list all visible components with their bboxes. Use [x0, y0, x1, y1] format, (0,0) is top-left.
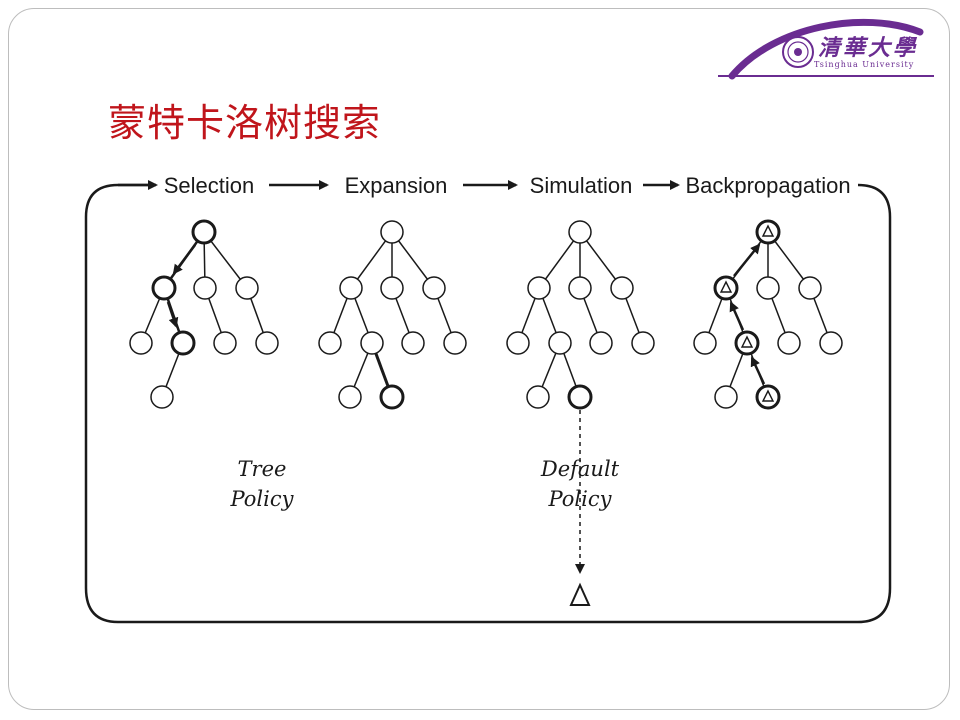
- expanded-node: [379, 384, 405, 410]
- backprop-arrow-3: [733, 243, 761, 277]
- stage-label-selection: Selection: [164, 173, 255, 198]
- stage-label-backpropagation: Backpropagation: [685, 173, 850, 198]
- default-policy-label-line1: Default: [540, 457, 620, 481]
- logo-name-cn: 清華大學: [818, 35, 919, 61]
- tree-expansion: [318, 220, 467, 410]
- selection-arrow-2: [166, 301, 179, 328]
- backprop-arrow-1: [750, 356, 766, 385]
- page-title: 蒙特卡洛树搜索: [108, 101, 382, 145]
- stage-label-expansion: Expansion: [345, 173, 448, 198]
- tree-policy-label-line1: Tree: [238, 457, 287, 481]
- slide-frame: [8, 8, 950, 710]
- tree-backpropagation: [693, 219, 843, 410]
- loop-frame: [84, 183, 892, 624]
- terminal-triangle-icon: [569, 582, 591, 606]
- tree-simulation: [506, 220, 655, 606]
- tree-policy-label-line2: Policy: [230, 487, 295, 511]
- selection-arrow-1: [172, 244, 196, 275]
- tsinghua-logo: [718, 18, 934, 80]
- stage-label-simulation: Simulation: [530, 173, 633, 198]
- logo-name-en: Tsinghua University: [814, 60, 915, 69]
- tree-selection: [129, 219, 279, 409]
- simulation-start-node: [567, 384, 593, 410]
- seal-icon: [782, 36, 814, 68]
- backprop-arrow-2: [729, 301, 745, 331]
- default-policy-label-line2: Policy: [548, 487, 613, 511]
